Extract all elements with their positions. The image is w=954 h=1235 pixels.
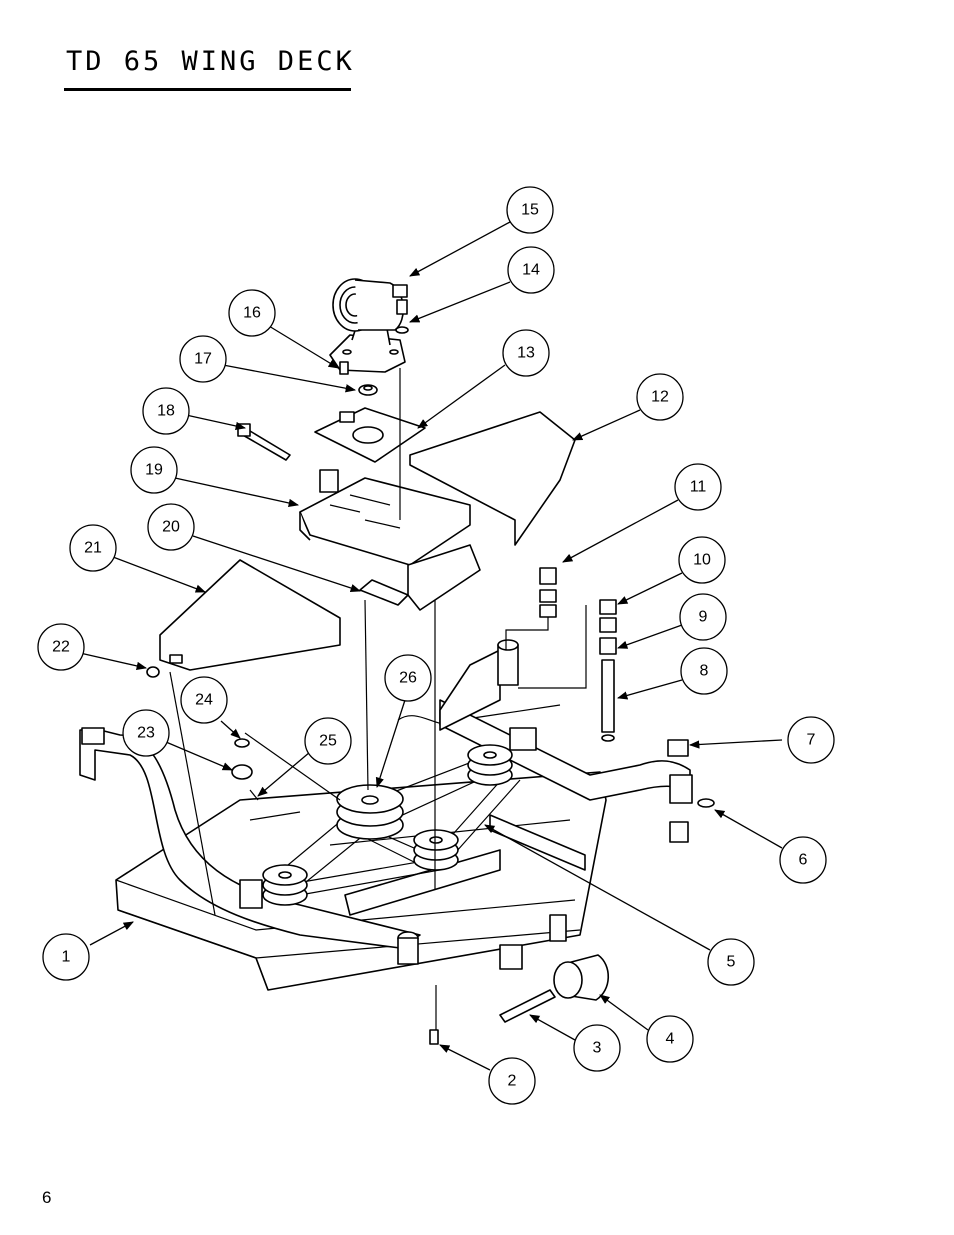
pulley-center: [413, 829, 459, 871]
callout-16: 16: [228, 289, 276, 337]
pivot-upper: [497, 639, 519, 686]
callout-5: 5: [707, 938, 755, 986]
callout-21: 21: [69, 524, 117, 572]
svg-text:1: 1: [62, 949, 71, 966]
svg-text:2: 2: [508, 1073, 517, 1090]
svg-text:22: 22: [52, 639, 70, 656]
svg-text:6: 6: [799, 852, 808, 869]
callout-13: 13: [502, 329, 550, 377]
gearbox: [329, 278, 408, 373]
svg-text:19: 19: [145, 462, 163, 479]
callout-2: 2: [488, 1057, 536, 1105]
callout-17: 17: [179, 335, 227, 383]
bottom-hardware: [429, 914, 610, 1045]
svg-text:23: 23: [137, 725, 155, 742]
gearbox-bracket: [299, 469, 481, 611]
shield-right: [409, 411, 576, 546]
bushing-stack: [539, 567, 617, 742]
deck-body: [115, 704, 607, 991]
callout-23: 23: [122, 709, 170, 757]
svg-text:21: 21: [84, 540, 102, 557]
hitch-frame: [79, 649, 691, 965]
callout-6: 6: [779, 836, 827, 884]
pivot-sleeve: [667, 739, 715, 843]
callout-7: 7: [787, 716, 835, 764]
svg-text:4: 4: [666, 1031, 675, 1048]
svg-text:24: 24: [195, 692, 213, 709]
callout-12: 12: [636, 373, 684, 421]
svg-text:9: 9: [699, 609, 708, 626]
pulley-left: [239, 864, 308, 909]
mount-plate: [314, 407, 426, 463]
bolt-18: [237, 423, 291, 461]
svg-text:26: 26: [399, 670, 417, 687]
callout-18: 18: [142, 387, 190, 435]
svg-text:11: 11: [690, 479, 707, 496]
callout-26: 26: [384, 654, 432, 702]
callout-11: 11: [674, 463, 722, 511]
svg-text:25: 25: [319, 733, 337, 750]
svg-text:17: 17: [194, 351, 212, 368]
svg-text:10: 10: [693, 552, 711, 569]
page-number: 6: [42, 1188, 52, 1207]
svg-text:20: 20: [162, 519, 180, 536]
svg-text:12: 12: [651, 389, 669, 406]
svg-text:8: 8: [700, 663, 709, 680]
hardware-16-17: [339, 361, 378, 396]
callout-9: 9: [679, 593, 727, 641]
svg-text:7: 7: [807, 732, 816, 749]
title-underline: [64, 88, 351, 91]
svg-text:5: 5: [727, 954, 736, 971]
callout-1: 1: [42, 933, 90, 981]
leader-lines: [79, 221, 783, 1071]
callout-10: 10: [678, 536, 726, 584]
svg-text:18: 18: [157, 403, 175, 420]
pulley-large: [336, 784, 404, 840]
shield-left: [159, 559, 341, 671]
callout-22: 22: [37, 623, 85, 671]
callout-8: 8: [680, 647, 728, 695]
callout-24: 24: [180, 676, 228, 724]
pulley-right: [467, 744, 513, 786]
svg-text:16: 16: [243, 305, 261, 322]
callout-19: 19: [130, 446, 178, 494]
callout-25: 25: [304, 717, 352, 765]
hardware-14: [395, 299, 409, 334]
callout-15: 15: [506, 186, 554, 234]
callout-4: 4: [646, 1015, 694, 1063]
callout-14: 14: [507, 246, 555, 294]
belt-drive: [239, 744, 521, 909]
svg-text:15: 15: [521, 202, 539, 219]
callout-3: 3: [573, 1024, 621, 1072]
page-title: TD 65 WING DECK: [66, 46, 355, 77]
callout-20: 20: [147, 503, 195, 551]
svg-text:3: 3: [593, 1040, 602, 1057]
svg-text:13: 13: [517, 345, 535, 362]
svg-text:14: 14: [522, 262, 540, 279]
small-hardware-left: [146, 666, 259, 801]
